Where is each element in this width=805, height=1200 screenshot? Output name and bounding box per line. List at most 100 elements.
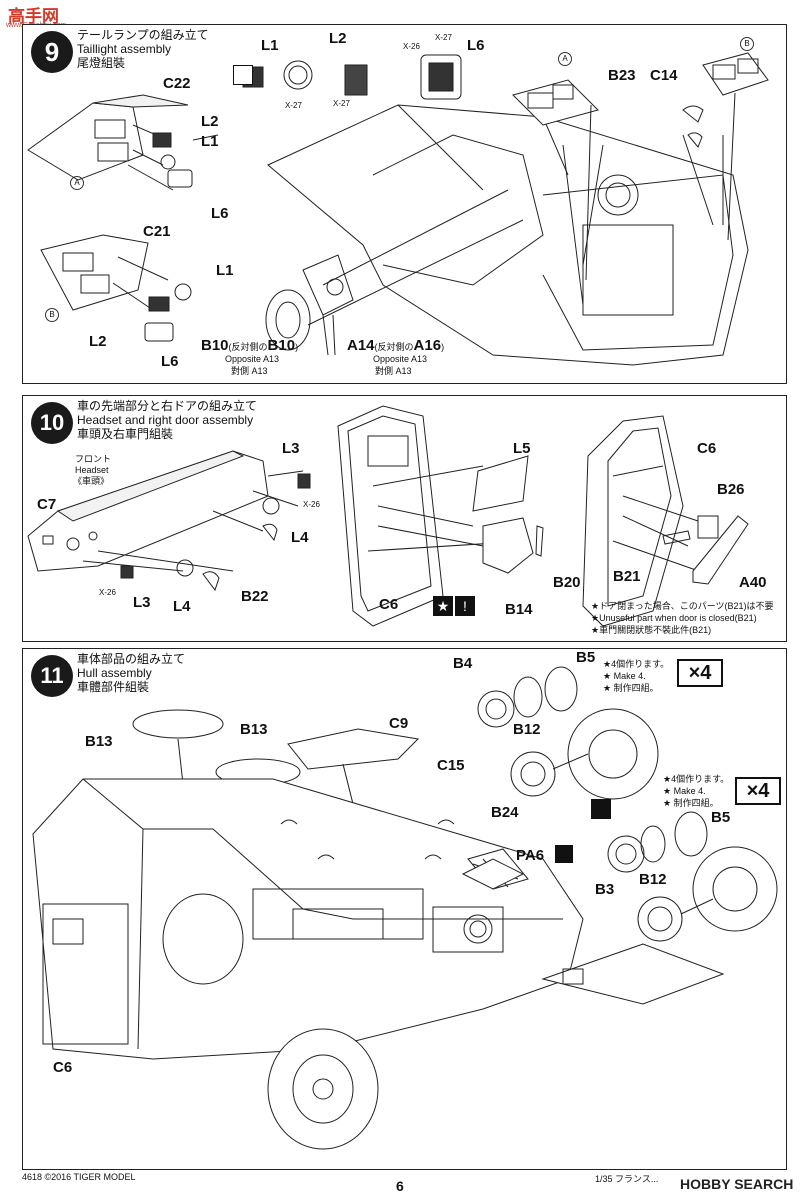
make4-b-en: ★ Make 4. xyxy=(663,786,706,796)
a14-suffix: ) xyxy=(441,342,445,352)
part-b10: B10(反対側のB10) xyxy=(201,337,298,355)
step-9-title-en: Taillight assembly xyxy=(77,42,172,56)
part-c21: C21 xyxy=(143,223,171,240)
pos-x27-a: X-27 xyxy=(285,101,302,110)
make4-a-jp: ★4個作ります。 xyxy=(603,659,670,669)
paint-drop-icon xyxy=(555,845,573,863)
note-jp: ★ドア閉まった場合、このパーツ(B21)は不要 xyxy=(591,601,774,611)
part-b14: B14 xyxy=(505,601,533,618)
a14-en: Opposite A13 xyxy=(373,354,428,364)
step-9-illustration xyxy=(27,52,769,366)
hull-rear-drawing xyxy=(267,52,769,366)
step-11-illustration xyxy=(32,666,778,1150)
step-10-title-en: Headset and right door assembly xyxy=(77,413,254,427)
part-c6-right: C6 xyxy=(697,440,717,457)
part-b22: B22 xyxy=(241,588,269,605)
b10-cn: 對側 A13 xyxy=(231,366,268,376)
part-c22: C22 xyxy=(163,75,191,92)
a16-label: A16 xyxy=(413,337,442,354)
part-c15: C15 xyxy=(437,757,465,774)
step-11-title-jp: 車体部品の組み立て xyxy=(77,652,186,666)
note-cn: ★車門關閉狀態不裝此件(B21) xyxy=(591,625,712,635)
part-l2-a: L2 xyxy=(201,113,219,130)
b10-label: B10 xyxy=(201,337,229,354)
part-l4-b: L4 xyxy=(173,598,191,615)
part-l3-a: L3 xyxy=(282,440,300,457)
step-10-title-jp: 車の先端部分と右ドアの組み立て xyxy=(77,399,258,413)
step-11-number: 11 xyxy=(31,655,73,697)
part-l1-top: L1 xyxy=(261,37,279,54)
step-9-title-cn: 尾燈組裝 xyxy=(77,56,126,70)
part-b13-b: B13 xyxy=(240,721,268,738)
step-10-title-cn: 車頭及右車門組裝 xyxy=(77,427,174,441)
part-l1-b: L1 xyxy=(216,262,234,279)
part-b23: B23 xyxy=(608,67,636,84)
note-en: ★Unuseful part when door is closed(B21) xyxy=(591,613,757,623)
circle-b-left: B xyxy=(45,308,59,322)
part-b3: B3 xyxy=(595,881,615,898)
front-label-cn: 《車頭》 xyxy=(73,476,110,486)
make4-b-jp: ★4個作ります。 xyxy=(663,774,730,784)
b10-en: Opposite A13 xyxy=(225,354,280,364)
front-label-jp: フロント xyxy=(75,454,112,464)
a14-label: A14 xyxy=(347,337,375,354)
part-l6-top: L6 xyxy=(467,37,485,54)
front-headset-drawing xyxy=(27,450,304,572)
watermark-logo: 高手网 xyxy=(8,7,59,26)
part-c14: C14 xyxy=(650,67,678,84)
circle-b-right: B xyxy=(740,37,754,51)
part-b5-a: B5 xyxy=(576,649,596,666)
step-9-title-jp: テールランプの組み立て xyxy=(77,28,209,42)
front-label-en: Headset xyxy=(75,465,109,475)
step-9-number: 9 xyxy=(31,31,73,73)
c22-housing-drawing xyxy=(27,94,193,191)
make4-b-times: ×4 xyxy=(735,777,781,805)
pos-x26: X-26 xyxy=(403,42,420,51)
hobby-search-watermark: HOBBY SEARCH xyxy=(680,1176,794,1192)
cement-brush-icon xyxy=(233,65,253,85)
b10-inner: B10 xyxy=(267,337,296,354)
part-b21: B21 xyxy=(613,568,641,585)
part-b5-b: B5 xyxy=(711,809,731,826)
part-b26: B26 xyxy=(717,481,745,498)
part-c6-door: C6 xyxy=(379,596,399,613)
pos-x26-a: X-26 xyxy=(303,500,320,509)
footer-copyright: 4618 ©2016 TIGER MODEL xyxy=(22,1172,136,1182)
step-10-panel: 10 車の先端部分と右ドアの組み立て Headset and right doo… xyxy=(22,395,787,642)
step-10-number: 10 xyxy=(31,402,73,444)
part-l6-a: L6 xyxy=(211,205,229,222)
circle-a-right: A xyxy=(558,52,572,66)
part-l2-top: L2 xyxy=(329,30,347,47)
door-inner-drawing xyxy=(582,415,714,627)
part-c6-hull: C6 xyxy=(53,1059,73,1076)
pos-x26-b: X-26 xyxy=(99,588,116,597)
step-11-title-cn: 車體部件組裝 xyxy=(77,680,150,694)
part-l4-a: L4 xyxy=(291,529,309,546)
part-b24: B24 xyxy=(491,804,519,821)
mirror-bracket-drawing xyxy=(265,189,524,356)
part-b12-a: B12 xyxy=(513,721,541,738)
pos-x27-c: X-27 xyxy=(435,33,452,42)
part-c7: C7 xyxy=(37,496,57,513)
step-10-illustration xyxy=(27,405,749,627)
part-l5: L5 xyxy=(513,440,531,457)
circle-a-left: A xyxy=(70,176,84,190)
part-b4: B4 xyxy=(453,655,473,672)
a14-cn: 對側 A13 xyxy=(375,366,412,376)
make4-b-cn: ★ 制作四組。 xyxy=(663,798,719,808)
paint-info-icon: ! xyxy=(455,596,475,616)
part-l6-b: L6 xyxy=(161,353,179,370)
step-11-title-en: Hull assembly xyxy=(77,666,152,680)
part-l2-b: L2 xyxy=(89,333,107,350)
page-number: 6 xyxy=(396,1178,404,1194)
step-9-panel: 9 テールランプの組み立て Taillight assembly 尾燈組裝 L1… xyxy=(22,24,787,384)
make4-a-cn: ★ 制作四組。 xyxy=(603,683,659,693)
footer-title: 1/35 フランス... xyxy=(595,1174,659,1184)
c21-housing-drawing xyxy=(40,234,192,342)
pos-x27-b: X-27 xyxy=(333,99,350,108)
make4-a-times: ×4 xyxy=(677,659,723,687)
part-pa6: PA6 xyxy=(516,847,545,864)
part-a14: A14(反対側のA16) xyxy=(347,337,444,355)
swap-side-icon xyxy=(591,799,611,819)
b10-suffix: ) xyxy=(295,342,299,352)
